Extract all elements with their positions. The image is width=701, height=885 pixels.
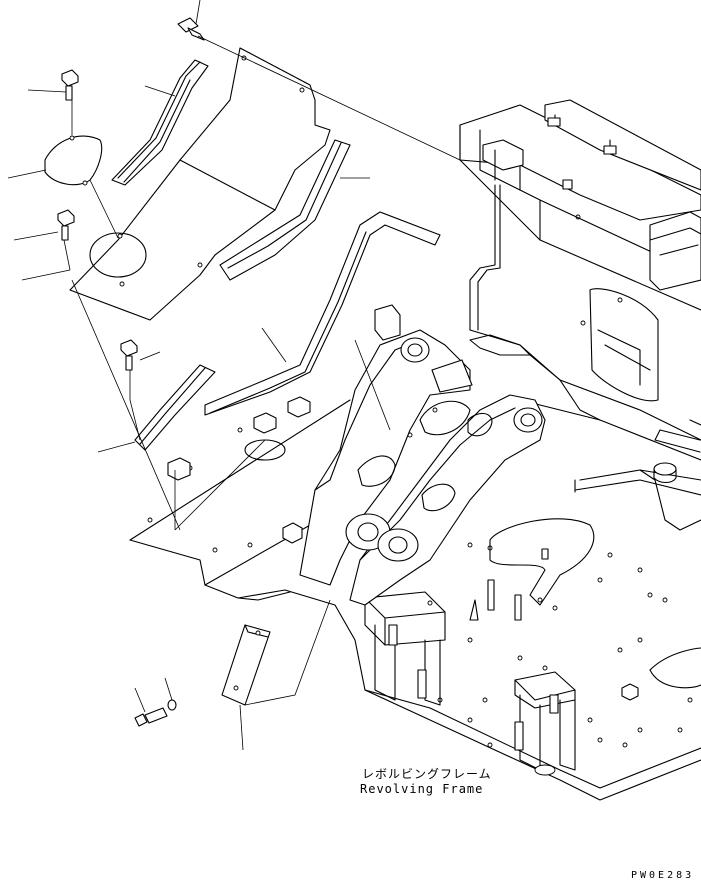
bolt-bottom — [134, 699, 177, 727]
part-name-japanese: レボルビングフレーム — [362, 767, 492, 781]
round-cover — [44, 135, 103, 186]
boom-bracket — [299, 304, 601, 606]
bolt-mid-left — [57, 209, 75, 241]
drawing-code: PW0E283 — [631, 870, 695, 881]
upper-frame — [459, 99, 701, 402]
lower-cover — [221, 624, 271, 706]
bolt-center-left — [120, 339, 138, 371]
stand-right — [514, 671, 639, 776]
floor-cover — [69, 47, 331, 321]
bolt-upper-left — [61, 69, 79, 101]
revolving-frame — [129, 214, 701, 801]
bolt-top — [177, 0, 205, 41]
leader-lines — [7, 35, 461, 751]
curved-strip — [204, 211, 441, 416]
seal-strips — [111, 59, 351, 281]
stand-left — [364, 591, 446, 706]
part-name-english: Revolving Frame — [360, 782, 484, 796]
small-strip — [134, 364, 216, 451]
